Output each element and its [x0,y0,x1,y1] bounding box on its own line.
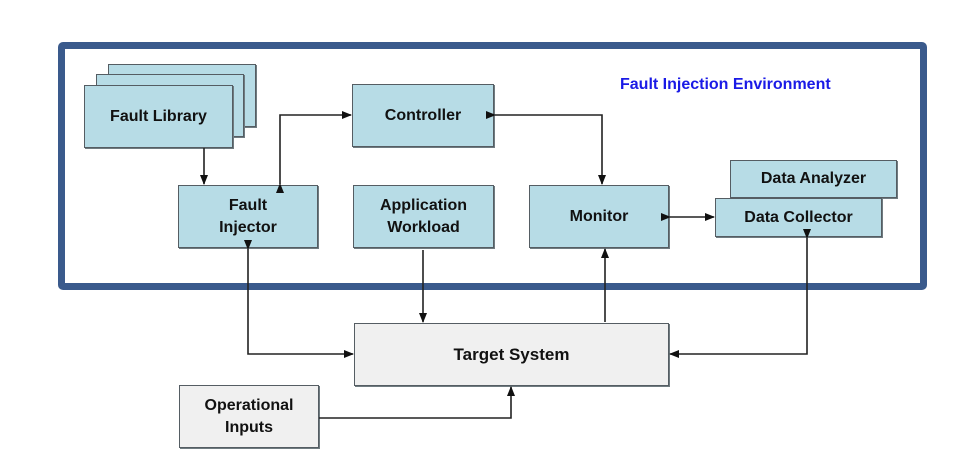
data-analyzer-box[interactable]: Data Analyzer [730,160,897,198]
connection-injector-controller [276,111,352,193]
connection-inputs-target [319,386,515,419]
connection-collector-target [669,229,811,358]
environment-label: Fault Injection Environment [620,76,831,93]
application-workload-box[interactable]: Application Workload [353,185,494,248]
target-system-box[interactable]: Target System [354,323,669,386]
fault-injector-label: Fault Injector [219,196,277,236]
data-collector-label: Data Collector [744,208,853,226]
controller-label: Controller [384,106,462,124]
operational-inputs-label: Operational Inputs [204,396,294,436]
monitor-box[interactable]: Monitor [529,185,669,248]
controller-box[interactable]: Controller [352,84,494,147]
monitor-label: Monitor [569,207,629,225]
connection-injector-target [244,240,354,358]
fault-library-box[interactable]: Fault Library [84,85,233,148]
data-analyzer-label: Data Analyzer [760,170,867,187]
application-workload-label: Application Workload [379,196,468,236]
connection-controller-monitor [486,111,606,185]
operational-inputs-box[interactable]: Operational Inputs [179,385,319,448]
fault-library-label: Fault Library [110,107,207,125]
target-system-label: Target System [453,344,570,364]
